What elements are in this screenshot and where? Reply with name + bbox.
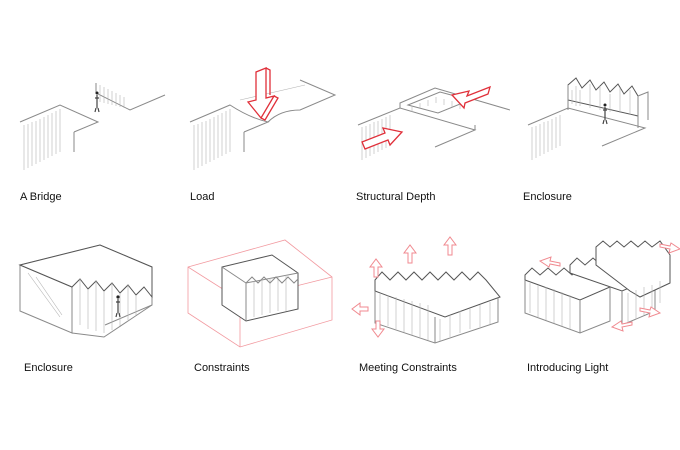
introducing-light-diagram xyxy=(510,225,680,450)
meeting-constraints-diagram xyxy=(340,225,510,450)
caption-introducing-light: Introducing Light xyxy=(527,362,608,374)
person-figure xyxy=(116,299,120,317)
panel-a-bridge: A Bridge xyxy=(0,0,170,225)
constraints-diagram xyxy=(170,225,340,450)
arrow-up-icon xyxy=(444,237,456,255)
person-figure xyxy=(603,107,607,124)
panel-constraints: Constraints xyxy=(170,225,340,450)
caption-meeting-constraints: Meeting Constraints xyxy=(359,362,457,374)
person-figure xyxy=(95,95,99,112)
caption-structural-depth: Structural Depth xyxy=(356,191,435,203)
caption-a-bridge: A Bridge xyxy=(20,191,62,203)
arrow-up-icon xyxy=(404,245,416,263)
panel-introducing-light: Introducing Light xyxy=(510,225,680,450)
arrow-left-icon xyxy=(352,303,368,315)
caption-load: Load xyxy=(190,191,214,203)
caption-constraints: Constraints xyxy=(194,362,250,374)
panel-enclosure-1: Enclosure xyxy=(510,0,680,225)
panel-meeting-constraints: Meeting Constraints xyxy=(340,225,510,450)
enclosure-large-diagram xyxy=(0,225,170,450)
panel-enclosure-2: Enclosure xyxy=(0,225,170,450)
light-arrow-icon xyxy=(612,321,632,331)
light-arrow-icon xyxy=(640,307,660,317)
panel-structural-depth: Structural Depth xyxy=(340,0,510,225)
panel-load: Load xyxy=(170,0,340,225)
arrow-down-icon xyxy=(372,321,384,337)
light-arrow-icon xyxy=(540,257,560,267)
caption-enclosure-1: Enclosure xyxy=(523,191,572,203)
caption-enclosure-2: Enclosure xyxy=(24,362,73,374)
